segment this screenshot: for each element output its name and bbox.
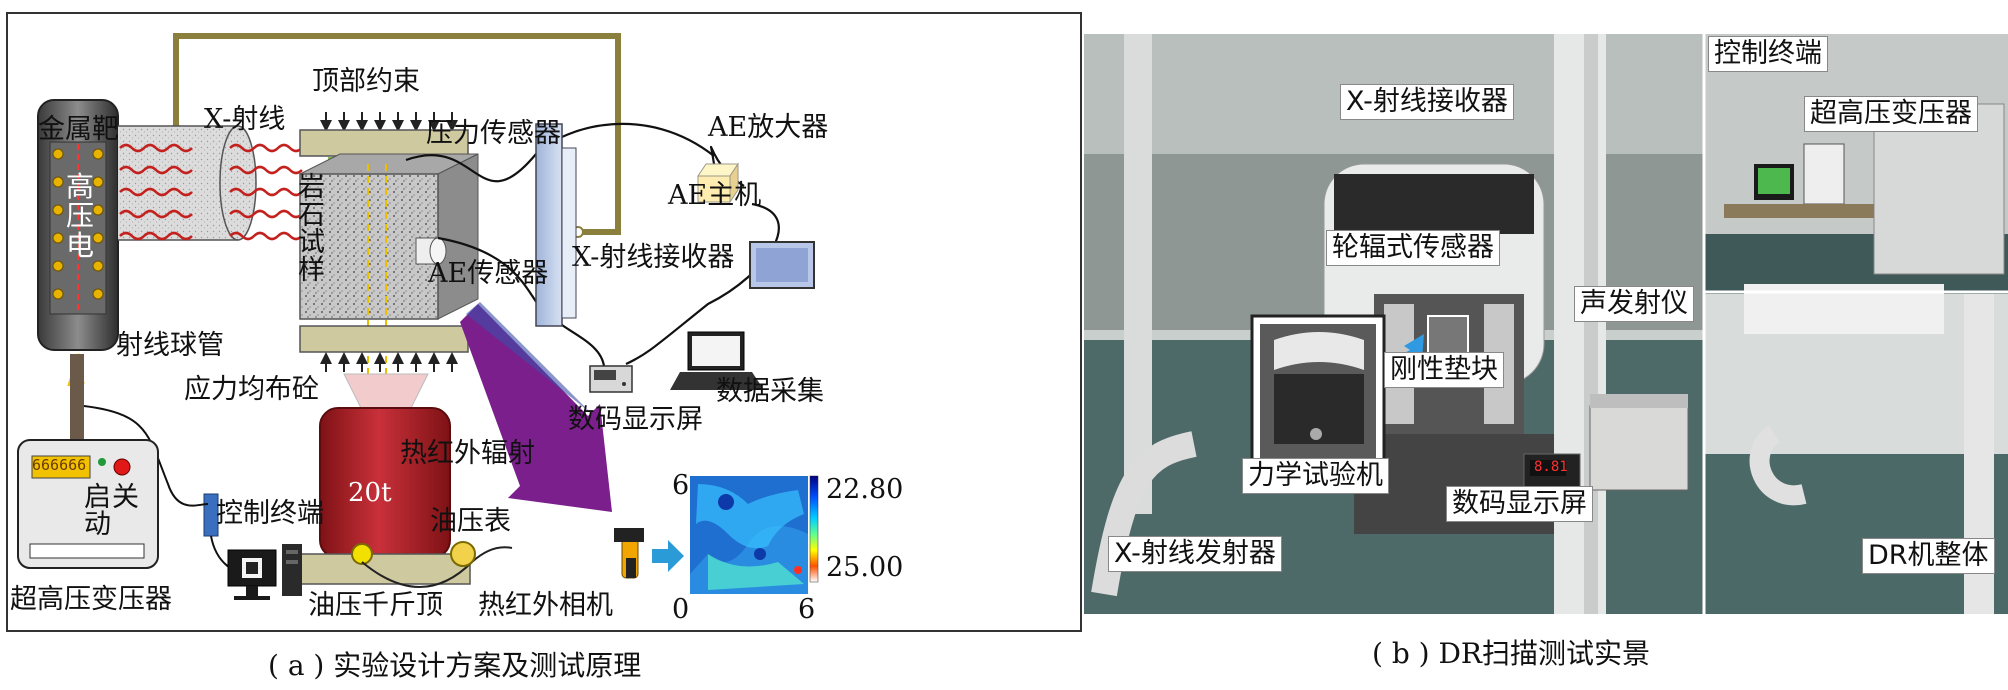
photo-label-spoke-sensor: 轮辐式传感器 (1326, 230, 1500, 266)
hydraulic-jack (299, 407, 471, 585)
label-ae-sensor: AE传感器 (428, 258, 549, 289)
label-control-terminal: 控制终端 (216, 498, 324, 529)
axis-top-label: 6 (672, 470, 690, 501)
thermal-image (690, 476, 808, 594)
photo-label-control-terminal: 控制终端 (1708, 36, 1828, 72)
stop-button: 关 (112, 482, 139, 513)
label-ray-tube: 射线球管 (116, 330, 224, 361)
label-xray: X-射线 (204, 104, 286, 135)
label-thermal-radiation: 热红外辐射 (400, 438, 535, 469)
photo-label-acoustic-emitter: 声发射仪 (1574, 286, 1694, 322)
photo-label-dr-machine: DR机整体 (1862, 538, 1995, 574)
schematic-drawing (17, 33, 819, 600)
label-data-acquisition: 数据采集 (716, 376, 824, 407)
top-plate (299, 129, 469, 157)
top-load-arrows (320, 112, 458, 132)
thermal-radiation-arrow (460, 302, 612, 512)
label-ae-host: AE主机 (668, 180, 762, 211)
label-transformer: 超高压变压器 (10, 584, 172, 615)
photo-label-testing-machine: 力学试验机 (1242, 458, 1389, 494)
desktop-computer-icon (227, 544, 302, 600)
photo-label-transformer: 超高压变压器 (1804, 96, 1978, 132)
control-cable (83, 405, 209, 507)
label-thermal-camera: 热红外相机 (478, 590, 613, 621)
label-metal-target: 金属靶 (38, 114, 119, 145)
label-digital-display: 数码显示屏 (568, 404, 703, 435)
label-jack-load: 20t (348, 478, 392, 508)
axis-right-label: 6 (798, 594, 816, 625)
oil-gauge-icon (450, 541, 476, 567)
transformer-display-readout: 666666 (32, 456, 87, 474)
xray-waves (119, 143, 303, 241)
xray-receiver-icon (535, 123, 577, 327)
oil-line (361, 546, 513, 588)
laptop-icon (670, 331, 764, 390)
blue-arrow-icon (652, 540, 684, 572)
ray-cylinder (118, 125, 257, 241)
panel-b-photo: X-射线接收器 轮辐式传感器 声发射仪 刚性垫块 力学试验机 数码显示屏 X-射… (1084, 34, 2008, 614)
label-pressure-sensor: 压力传感器 (426, 118, 561, 149)
label-top-constraint: 顶部约束 (312, 66, 420, 97)
rock-sample (299, 153, 479, 434)
transformer-icon (17, 439, 159, 569)
ae-host-icon (749, 241, 815, 289)
colorbar-max-label: 22.80 (826, 474, 904, 505)
thermal-camera-icon (614, 528, 644, 579)
bottom-load-arrows (320, 352, 458, 372)
label-high-voltage: 高压电 (66, 170, 95, 262)
photo-display-reading: 8.81 (1534, 459, 1568, 475)
xray-tube-icon (37, 99, 119, 351)
label-hydraulic-jack: 油压千斤顶 (308, 590, 443, 621)
ae-sensor-icon (415, 237, 447, 265)
power-cable (70, 354, 84, 454)
colorbar (809, 475, 819, 583)
colorbar-min-label: 25.00 (826, 552, 904, 583)
label-ae-amplifier: AE放大器 (708, 112, 829, 143)
label-oil-gauge: 油压表 (430, 506, 511, 537)
caption-panel-a: ( a ) 实验设计方案及测试原理 (268, 649, 642, 682)
photo-label-digital-display: 数码显示屏 (1446, 486, 1593, 522)
label-stress-distribution: 应力均布砼 (184, 374, 319, 405)
photo-label-xray-receiver: X-射线接收器 (1340, 84, 1514, 120)
digital-display-icon (589, 365, 633, 393)
photo-label-xray-emitter: X-射线发射器 (1108, 536, 1282, 572)
ae-amplifier-icon (697, 162, 739, 204)
label-rock-sample: 岩石试样 (298, 172, 325, 286)
bottom-plate (299, 325, 469, 353)
caption-panel-b: ( b ) DR扫描测试实景 (1372, 637, 1651, 670)
start-button: 启动 (84, 482, 111, 540)
axis-origin-label: 0 (672, 594, 690, 625)
label-xray-receiver: X-射线接收器 (572, 242, 735, 273)
panel-a-schematic: 金属靶 高压电 X-射线 顶部约束 压力传感器 AE放大器 AE主机 岩石试样 … (6, 12, 1082, 632)
cable-olive (173, 33, 621, 235)
photo-label-rigid-block: 刚性垫块 (1384, 352, 1504, 388)
